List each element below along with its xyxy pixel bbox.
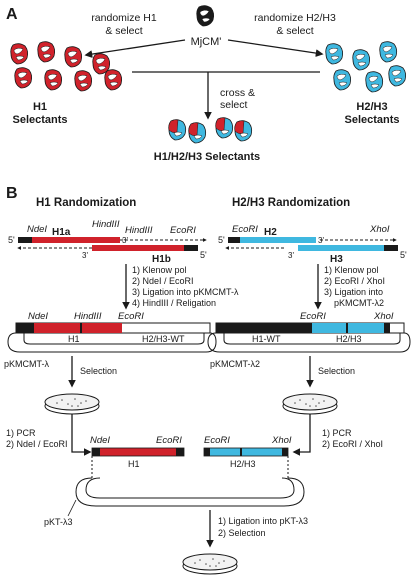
h1-selectants-subtitle: Selectants (12, 114, 67, 126)
svg-text:pKMCMT-λ2: pKMCMT-λ2 (334, 298, 384, 308)
svg-text:H2/H3: H2/H3 (230, 459, 256, 469)
svg-text:3) Ligation into: 3) Ligation into (324, 287, 383, 297)
svg-text:1) Klenow pol: 1) Klenow pol (132, 265, 187, 275)
svg-text:H2/H3-WT: H2/H3-WT (142, 334, 185, 344)
svg-text:EcoRI: EcoRI (170, 225, 196, 236)
h1-randomization-title: H1 Randomization (36, 197, 136, 209)
svg-text:NdeI: NdeI (27, 224, 47, 235)
svg-text:NdeI: NdeI (28, 311, 48, 322)
svg-text:2) EcoRI / XhoI: 2) EcoRI / XhoI (324, 276, 385, 286)
svg-text:EcoRI: EcoRI (118, 311, 144, 322)
arrow-to-h1 (84, 39, 186, 58)
svg-text:2) Selection: 2) Selection (218, 528, 266, 538)
left-selection-label: Selection (80, 366, 117, 376)
arrow-to-h23 (227, 39, 324, 57)
svg-text:H2/H3: H2/H3 (336, 334, 362, 344)
svg-text:pKMCMT-λ2: pKMCMT-λ2 (210, 359, 260, 369)
wildtype-protein-icon (196, 5, 215, 27)
svg-text:pKT-λ3: pKT-λ3 (44, 517, 73, 527)
svg-text:4) HindIII / Religation: 4) HindIII / Religation (132, 298, 216, 308)
svg-text:H1b: H1b (152, 254, 171, 265)
final-steps: 1) Ligation into pKT-λ3 2) Selection (218, 516, 308, 538)
svg-text:3': 3' (288, 251, 294, 260)
svg-text:5': 5' (218, 235, 225, 245)
h1-selectants-title: H1 (33, 101, 47, 113)
svg-text:EcoRI: EcoRI (156, 435, 182, 446)
right-pcr-steps: 1) PCR 2) EcoRI / XhoI (322, 428, 383, 449)
h123-selectants-label: H1/H2/H3 Selectants (154, 151, 260, 163)
randomize-h23-select-label: & select (276, 25, 313, 37)
svg-text:5': 5' (400, 250, 407, 260)
cross-label: cross & (220, 87, 255, 99)
svg-text:XhoI: XhoI (373, 311, 394, 322)
svg-text:H1: H1 (68, 334, 80, 344)
svg-text:XhoI: XhoI (369, 224, 390, 235)
randomize-h1-label: randomize H1 (91, 12, 157, 24)
svg-text:EcoRI: EcoRI (232, 224, 258, 235)
mjcm-label: MjCM' (191, 36, 222, 48)
svg-text:3': 3' (82, 251, 88, 260)
svg-text:2) EcoRI / XhoI: 2) EcoRI / XhoI (322, 439, 383, 449)
randomize-h1-select-label: & select (105, 25, 142, 37)
randomize-h23-label: randomize H2/H3 (254, 12, 336, 24)
h1-oligo-construct: NdeI HindIII HindIII EcoRI 5' H1a 3' 3' … (8, 219, 207, 265)
svg-text:1) Ligation into pKT-λ3: 1) Ligation into pKT-λ3 (218, 516, 308, 526)
h23-oligo-construct: EcoRI XhoI 5' H2 3' 3' H3 5' (218, 224, 407, 265)
svg-text:EcoRI: EcoRI (204, 435, 230, 446)
svg-text:H1-WT: H1-WT (252, 334, 281, 344)
panel-b-letter: B (6, 185, 18, 202)
plasmid-pkmcmt-lambda2: EcoRI XhoI H1-WT H2/H3 pKMCMT-λ2 (207, 311, 411, 369)
svg-text:3) Ligation into pKMCMT-λ: 3) Ligation into pKMCMT-λ (132, 287, 239, 297)
svg-text:pKMCMT-λ: pKMCMT-λ (4, 359, 50, 369)
left-pcr-steps: 1) PCR 2) NdeI / EcoRI (6, 428, 68, 449)
svg-text:5': 5' (200, 250, 207, 260)
right-selection-label: Selection (318, 366, 355, 376)
h123-selectants-cluster (168, 117, 253, 144)
right-petri-dish (282, 393, 338, 415)
svg-text:XhoI: XhoI (271, 435, 292, 446)
h1-steps: 1) Klenow pol 2) NdeI / EcoRI 3) Ligatio… (132, 265, 239, 308)
svg-text:HindIII: HindIII (74, 311, 102, 322)
h23-randomization-title: H2/H3 Randomization (232, 197, 350, 209)
svg-text:5': 5' (8, 235, 15, 245)
final-petri-dish (182, 553, 238, 575)
h23-steps: 1) Klenow pol 2) EcoRI / XhoI 3) Ligatio… (324, 265, 385, 308)
svg-text:EcoRI: EcoRI (300, 311, 326, 322)
svg-text:3': 3' (122, 236, 128, 245)
svg-text:2) NdeI / EcoRI: 2) NdeI / EcoRI (132, 276, 194, 286)
svg-text:H2: H2 (264, 227, 277, 238)
svg-text:H3: H3 (330, 254, 343, 265)
svg-text:H1: H1 (128, 459, 140, 469)
svg-text:1) Klenow pol: 1) Klenow pol (324, 265, 379, 275)
left-petri-dish (44, 393, 100, 415)
h23-selectants-subtitle: Selectants (344, 114, 399, 126)
svg-text:1) PCR: 1) PCR (322, 428, 352, 438)
h1-selectants-cluster (10, 41, 123, 92)
arrow-left-pcr (71, 414, 92, 456)
svg-text:2) NdeI / EcoRI: 2) NdeI / EcoRI (6, 439, 68, 449)
arrow-right-pcr (292, 414, 311, 456)
svg-text:HindIII: HindIII (92, 219, 120, 230)
svg-text:H1a: H1a (52, 227, 71, 238)
cross-select-label: select (220, 99, 248, 111)
svg-text:HindIII: HindIII (125, 225, 153, 236)
h23-selectants-title: H2/H3 (356, 101, 387, 113)
plasmid-pkmcmt-lambda: NdeI HindIII EcoRI H1 H2/H3-WT pKMCMT-λ (4, 311, 217, 369)
svg-text:NdeI: NdeI (90, 435, 110, 446)
h23-selectants-cluster (325, 41, 407, 93)
final-construct-pkt-lambda3: NdeI EcoRI EcoRI XhoI H1 H2/H3 pKT-λ3 (44, 435, 305, 527)
svg-text:1) PCR: 1) PCR (6, 428, 36, 438)
panel-a-letter: A (6, 6, 18, 23)
